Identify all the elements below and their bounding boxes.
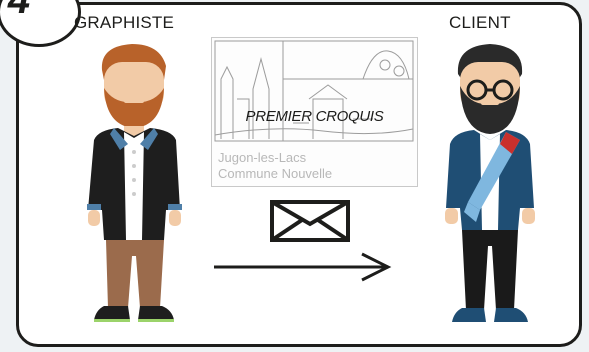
client-label: CLIENT [449, 13, 511, 33]
graphiste-figure [80, 40, 190, 330]
sketch-subtitle: Commune Nouvelle [218, 166, 332, 181]
premier-croquis-card: PREMIER CROQUIS Jugon-les-Lacs Commune N… [211, 37, 418, 187]
step-number: 4 [0, 0, 38, 20]
sketch-title: PREMIER CROQUIS [212, 108, 417, 125]
arrow-right-icon [212, 250, 392, 284]
client-figure [440, 40, 540, 330]
envelope-icon [270, 200, 350, 242]
sketch-town-name: Jugon-les-Lacs [218, 150, 306, 165]
step-badge: 4 [0, 0, 81, 47]
town-sketch-illustration [213, 39, 417, 143]
graphiste-label: GRAPHISTE [74, 13, 174, 33]
